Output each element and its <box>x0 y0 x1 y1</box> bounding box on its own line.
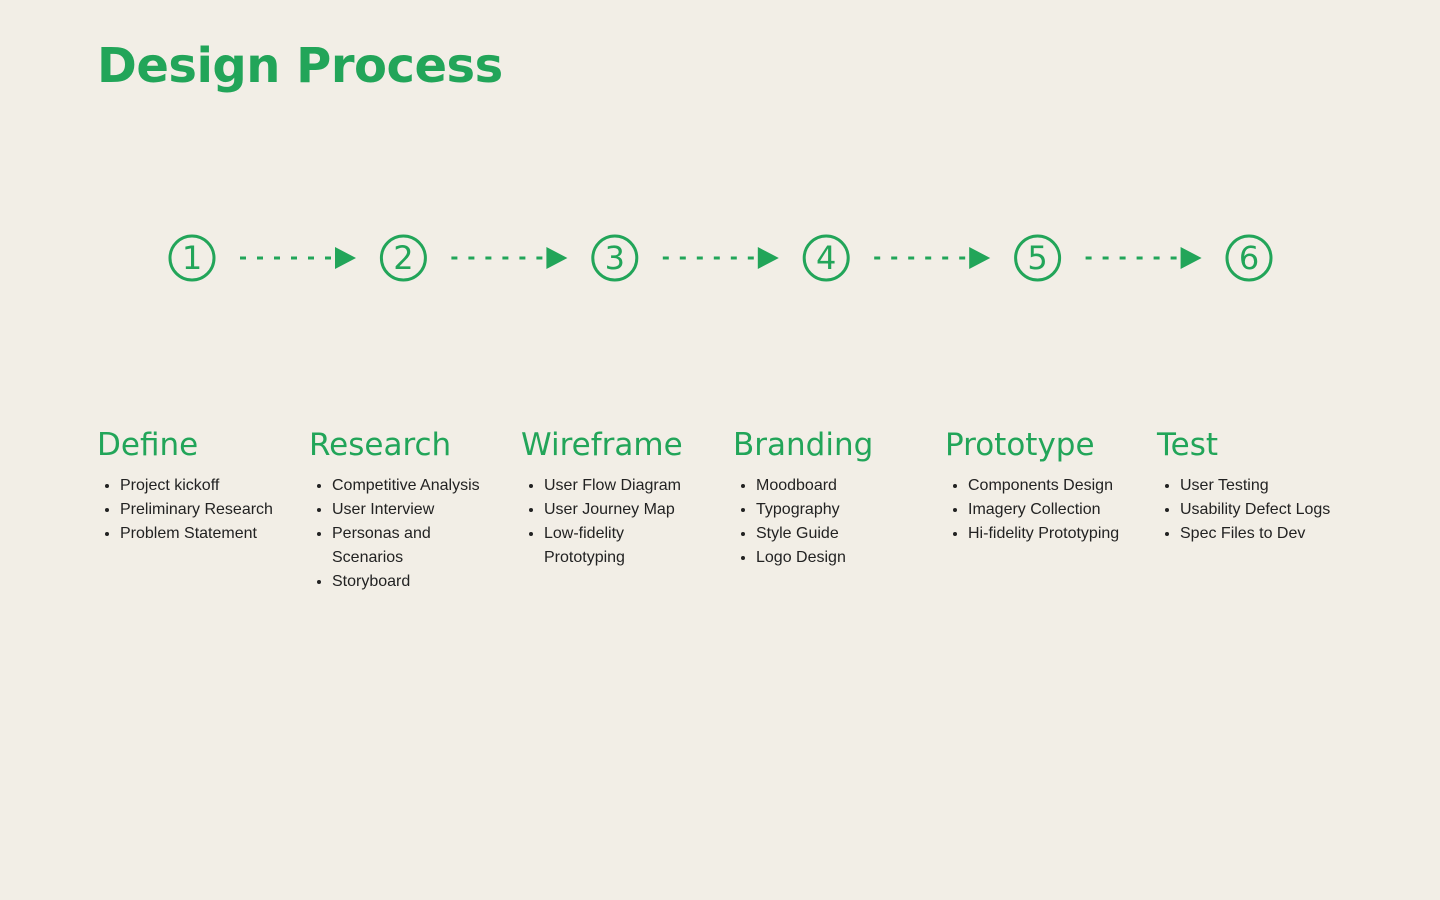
list-item: Logo Design <box>756 546 933 570</box>
step-3-marker: 3 <box>591 234 639 282</box>
list-item: Low-fidelity Prototyping <box>544 522 696 570</box>
list-item: User Journey Map <box>544 498 696 522</box>
arrow-icon <box>240 247 356 269</box>
stage-title: Define <box>97 427 199 463</box>
arrow-icon <box>1085 247 1202 269</box>
stage-title: Test <box>1157 427 1219 463</box>
step-1-marker: 1 <box>168 234 216 282</box>
list-item: Problem Statement <box>120 522 297 546</box>
stage-define: Define Project kickoff Preliminary Resea… <box>97 421 297 546</box>
step-circle <box>591 234 639 282</box>
step-circle <box>802 234 850 282</box>
step-number: 1 <box>182 239 202 277</box>
list-item: Personas and Scenarios <box>332 522 489 570</box>
list-item: Project kickoff <box>120 474 297 498</box>
arrow-icon <box>451 247 568 269</box>
page-title: Design Process <box>97 38 503 94</box>
arrowhead <box>546 247 568 269</box>
arrowhead <box>335 247 356 269</box>
list-item: Hi-fidelity Prototyping <box>968 522 1145 546</box>
stage-title: Branding <box>733 427 874 463</box>
list-item: Spec Files to Dev <box>1180 522 1387 546</box>
list-item: Usability Defect Logs <box>1180 498 1387 522</box>
stage-research: Research Competitive Analysis User Inter… <box>309 421 489 594</box>
list-item: Moodboard <box>756 474 933 498</box>
step-number: 2 <box>393 239 413 277</box>
timeline-graphic: 1 2 3 4 5 6 <box>168 234 1273 282</box>
arrow-icon <box>874 247 991 269</box>
step-circle <box>1225 234 1273 282</box>
list-item: User Interview <box>332 498 489 522</box>
step-4-marker: 4 <box>802 234 850 282</box>
list-item: Preliminary Research <box>120 498 297 522</box>
step-number: 5 <box>1027 239 1047 277</box>
stage-list: User Flow Diagram User Journey Map Low-f… <box>521 474 696 570</box>
list-item: Imagery Collection <box>968 498 1145 522</box>
stage-prototype: Prototype Components Design Imagery Coll… <box>945 421 1145 546</box>
process-timeline: 1 2 3 4 5 6 <box>0 230 1440 286</box>
arrowhead <box>969 247 991 269</box>
list-item: Storyboard <box>332 570 489 594</box>
stage-title: Prototype <box>945 427 1095 463</box>
step-circle <box>168 234 216 282</box>
stage-wireframe: Wireframe User Flow Diagram User Journey… <box>521 421 696 570</box>
list-item: Competitive Analysis <box>332 474 489 498</box>
list-item: Typography <box>756 498 933 522</box>
list-item: User Flow Diagram <box>544 474 696 498</box>
arrow-icon <box>662 247 779 269</box>
stage-list: Moodboard Typography Style Guide Logo De… <box>733 474 933 570</box>
arrowhead <box>757 247 779 269</box>
step-6-marker: 6 <box>1225 234 1273 282</box>
step-number: 4 <box>816 239 836 277</box>
stage-list: Components Design Imagery Collection Hi-… <box>945 474 1145 546</box>
step-circle <box>379 234 427 282</box>
stage-branding: Branding Moodboard Typography Style Guid… <box>733 421 933 570</box>
step-5-marker: 5 <box>1014 234 1062 282</box>
stage-list: User Testing Usability Defect Logs Spec … <box>1157 474 1387 546</box>
list-item: Components Design <box>968 474 1145 498</box>
stage-title: Wireframe <box>521 427 683 463</box>
step-number: 3 <box>605 239 625 277</box>
list-item: Style Guide <box>756 522 933 546</box>
list-item: User Testing <box>1180 474 1387 498</box>
stage-title: Research <box>309 427 452 463</box>
arrowhead <box>1180 247 1202 269</box>
stage-list: Project kickoff Preliminary Research Pro… <box>97 474 297 546</box>
step-2-marker: 2 <box>379 234 427 282</box>
stage-list: Competitive Analysis User Interview Pers… <box>309 474 489 594</box>
step-number: 6 <box>1239 239 1259 277</box>
step-circle <box>1014 234 1062 282</box>
stage-test: Test User Testing Usability Defect Logs … <box>1157 421 1387 546</box>
